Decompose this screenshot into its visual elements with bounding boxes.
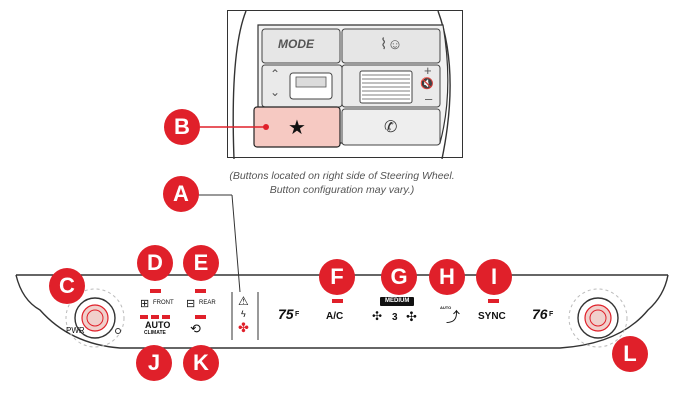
- recirculation-icon[interactable]: ⟲: [190, 321, 201, 336]
- rear-defrost-indicator: [195, 289, 206, 293]
- auto-indicator-1: [140, 315, 148, 319]
- auto-indicator-2: [151, 315, 159, 319]
- fan-red-icon: ✤: [238, 320, 249, 335]
- seek-up-icon: ⌃: [270, 67, 281, 81]
- front-defrost-indicator: [150, 289, 161, 293]
- fan-speed-value: 3: [392, 312, 398, 323]
- airflow-mode-icon[interactable]: ⤴: [446, 309, 460, 325]
- power-temp-knob-left[interactable]: [75, 298, 115, 338]
- auto-label: AUTO: [145, 320, 171, 330]
- callout-g: G: [381, 259, 417, 295]
- auto-indicator-3: [162, 315, 170, 319]
- callout-h: H: [429, 259, 465, 295]
- volume-up-icon: +: [424, 63, 432, 78]
- front-defrost-label: FRONT: [153, 300, 174, 306]
- mode-button-label: MODE: [278, 37, 314, 51]
- steering-wheel-inset: MODE ⌇☺ ⌃ ⌄ + 🔇 – ★ ✆: [227, 10, 463, 159]
- volume-down-icon: –: [425, 91, 433, 106]
- callout-c: C: [49, 268, 85, 304]
- callout-a: A: [163, 176, 199, 212]
- fan-low-icon[interactable]: ✣: [372, 309, 383, 323]
- callout-k: K: [183, 345, 219, 381]
- sync-button[interactable]: SYNC: [478, 311, 506, 322]
- ac-indicator: [332, 299, 343, 303]
- ac-button[interactable]: A/C: [326, 311, 344, 322]
- steering-caption: (Buttons located on right side of Steeri…: [229, 170, 455, 196]
- hazard-icon: ⚠: [238, 294, 249, 308]
- left-temp-unit: F: [295, 311, 300, 318]
- fan-high-icon[interactable]: ✣: [406, 309, 417, 324]
- right-temp-value: 76: [532, 306, 548, 322]
- airflow-auto-label: AUTO: [440, 305, 452, 310]
- climate-label: CLIMATE: [144, 330, 166, 336]
- callout-j: J: [136, 345, 172, 381]
- lightning-icon: ϟ: [241, 309, 246, 319]
- rear-defrost-label: REAR: [199, 300, 216, 306]
- star-icon: ★: [288, 117, 306, 139]
- callout-f: F: [319, 259, 355, 295]
- callout-i: I: [476, 259, 512, 295]
- auto-climate-button[interactable]: AUTO CLIMATE: [143, 320, 171, 340]
- phone-call-icon: ✆: [384, 119, 398, 136]
- callout-b: B: [164, 109, 200, 145]
- power-knob-label: PWR: [66, 326, 85, 335]
- mute-icon: 🔇: [420, 78, 434, 90]
- rear-defrost-icon: ⊟: [186, 298, 196, 310]
- sync-indicator: [488, 299, 499, 303]
- right-temp-unit: F: [549, 311, 554, 318]
- left-temp-value: 75: [278, 306, 294, 322]
- callout-e: E: [183, 245, 219, 281]
- callout-l: L: [612, 336, 648, 372]
- front-defrost-icon: ⊞: [140, 298, 150, 310]
- temp-knob-right[interactable]: [578, 298, 618, 338]
- fan-mode-badge: [380, 297, 414, 306]
- voice-icon: ⌇☺: [380, 36, 403, 53]
- callout-d: D: [137, 245, 173, 281]
- steering-wheel-drawing: [232, 11, 451, 159]
- seek-down-icon: ⌄: [270, 85, 281, 99]
- fan-mode-label: MEDIUM: [385, 298, 410, 304]
- recirc-indicator: [195, 315, 206, 319]
